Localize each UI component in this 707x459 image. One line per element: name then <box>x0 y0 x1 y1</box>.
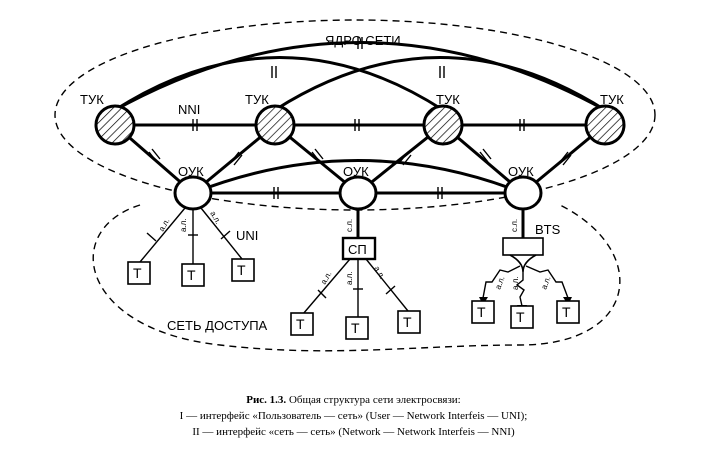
al-line-sp-t4 <box>302 258 351 315</box>
al-label-ouk1-1: а.л. <box>157 217 172 233</box>
terminal-label-2: Т <box>187 267 196 283</box>
tuk-label-1: ТУК <box>80 92 104 107</box>
network-structure-diagram: ЯДРО СЕТИ NNI ТУК ТУК ТУК ТУК ОУК ОУК ОУ… <box>54 19 656 352</box>
al-label-sp-3: а.л. <box>372 265 387 281</box>
terminal-label-6: Т <box>403 314 412 330</box>
bts-label: BTS <box>535 222 561 237</box>
al-line-ouk1-t3 <box>200 207 243 260</box>
terminal-label-7: Т <box>477 304 486 320</box>
caption-line-2: II — интерфейс «сеть — сеть» (Network — … <box>192 426 515 438</box>
tuk-label-2: ТУК <box>245 92 269 107</box>
ouk-label-2: ОУК <box>343 164 369 179</box>
al-label-sp-1: а.л. <box>319 270 334 286</box>
al-label-ouk1-3: а.л. <box>208 210 223 226</box>
al-label-bts-1: а.л. <box>493 275 506 291</box>
access-network-boundary <box>92 204 621 352</box>
tuk-label-3: ТУК <box>436 92 460 107</box>
al-label-bts-2: а.л. <box>511 276 520 290</box>
tuk-node-4 <box>584 104 626 146</box>
ouk-node-1 <box>173 175 213 211</box>
caption-title-line: Рис. 1.3. Общая структура сети электросв… <box>0 392 707 408</box>
core-arc-tuk1-tuk4 <box>114 41 606 112</box>
sp-label: СП <box>348 242 367 257</box>
terminal-label-9: Т <box>562 304 571 320</box>
ouk-label-3: ОУК <box>508 164 534 179</box>
ouk-label-1: ОУК <box>178 164 204 179</box>
sl-label-ouk3: с.л. <box>510 219 519 232</box>
figure-caption: Рис. 1.3. Общая структура сети электросв… <box>0 392 707 440</box>
nni-label: NNI <box>178 102 200 117</box>
terminal-box-9 <box>556 300 580 324</box>
al-line-sp-t6 <box>365 258 409 312</box>
caption-figure-number: Рис. 1.3. <box>246 394 287 406</box>
uni-interface-marks-sp <box>317 285 396 299</box>
terminal-box-8 <box>510 305 534 329</box>
uni-interface-marks-ouk1 <box>146 230 231 242</box>
al-label-ouk1-2: а.л. <box>179 218 188 232</box>
terminal-label-8: Т <box>516 309 525 325</box>
core-arc-tuk1-tuk3 <box>114 56 444 112</box>
terminal-box-6 <box>397 310 421 334</box>
sp-box <box>341 236 377 261</box>
bts-antenna <box>502 237 544 273</box>
nni-interface-marks <box>148 37 572 199</box>
terminal-label-4: Т <box>296 316 305 332</box>
caption-line-1: I — интерфейс «Пользователь — сеть» (Use… <box>179 410 528 422</box>
tuk-node-1 <box>94 104 136 146</box>
radio-links <box>482 265 569 307</box>
al-line-ouk1-t1 <box>139 207 186 263</box>
terminal-label-3: Т <box>237 262 246 278</box>
ouk-node-3 <box>503 175 543 211</box>
terminal-box-3 <box>231 258 255 282</box>
terminal-box-1 <box>127 261 151 285</box>
sl-label-ouk2: с.л. <box>345 219 354 232</box>
al-label-sp-2: а.л. <box>345 271 354 285</box>
core-network-boundary <box>54 19 656 211</box>
ouk-node-2 <box>338 175 378 211</box>
uni-label: UNI <box>236 228 258 243</box>
terminal-box-4 <box>290 312 314 336</box>
tuk-node-3 <box>422 104 464 146</box>
terminal-label-1: Т <box>133 265 142 281</box>
terminal-label-5: Т <box>351 320 360 336</box>
al-label-bts-3: а.л. <box>539 275 552 291</box>
caption-title: Общая структура сети электросвязи: <box>288 394 461 406</box>
terminal-box-2 <box>181 263 205 287</box>
link-ouk1-ouk3-arc <box>192 159 524 195</box>
tuk-node-2 <box>254 104 296 146</box>
access-network-label: СЕТЬ ДОСТУПА <box>167 318 268 333</box>
tuk-label-4: ТУК <box>600 92 624 107</box>
core-network-label: ЯДРО СЕТИ <box>325 33 401 48</box>
terminal-box-7 <box>471 300 495 324</box>
core-arc-tuk2-tuk4 <box>274 56 606 112</box>
terminal-box-5 <box>345 316 369 340</box>
